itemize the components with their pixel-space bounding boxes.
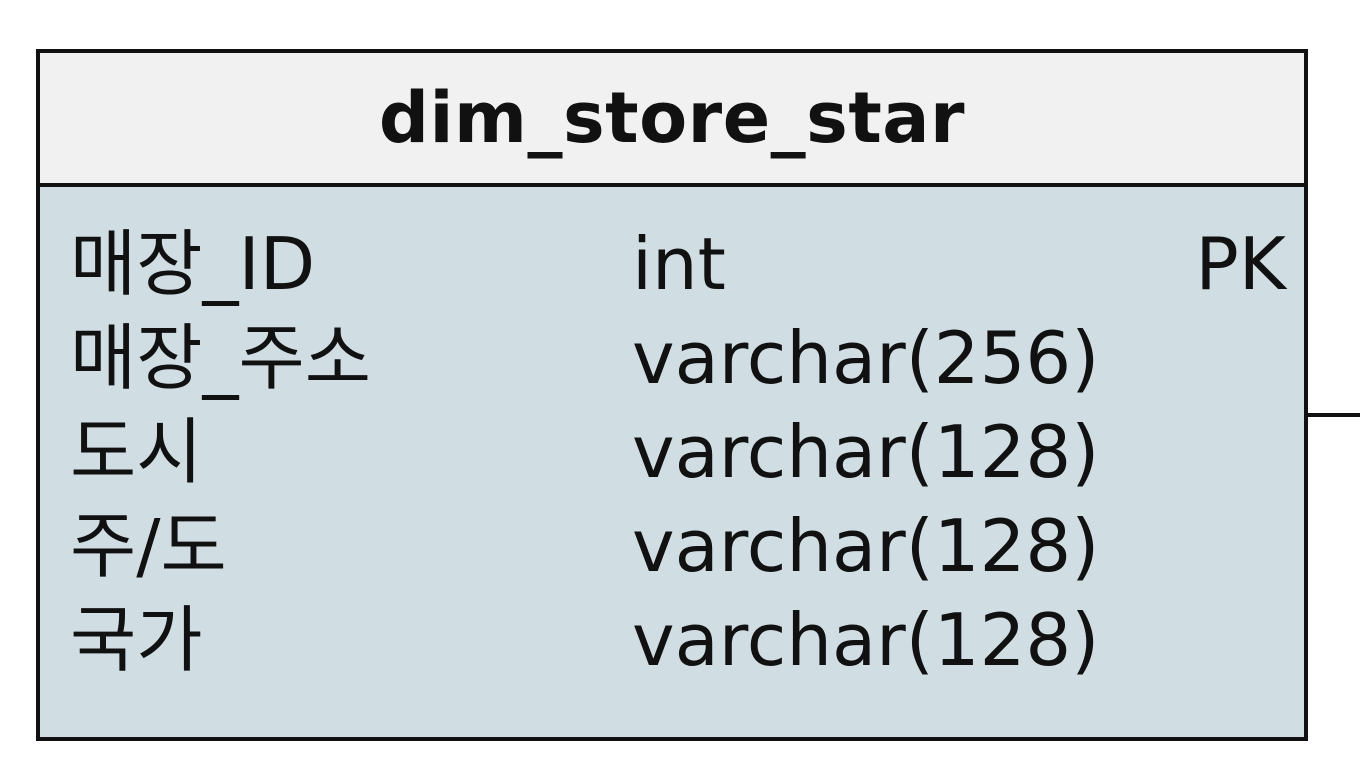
column-row: 도시 varchar(128) — [40, 405, 1304, 499]
column-type: int — [632, 222, 726, 306]
column-type: varchar(128) — [632, 598, 1100, 682]
entity-columns: 매장_ID int PK 매장_주소 varchar(256) 도시 varch… — [40, 187, 1304, 687]
column-type: varchar(128) — [632, 410, 1100, 494]
column-row: 주/도 varchar(128) — [40, 499, 1304, 593]
column-name: 도시 — [70, 410, 203, 494]
column-row: 국가 varchar(128) — [40, 593, 1304, 687]
column-row: 매장_ID int PK — [40, 217, 1304, 311]
column-name: 주/도 — [70, 504, 227, 588]
column-type: varchar(128) — [632, 504, 1100, 588]
entity-title: dim_store_star — [378, 77, 966, 159]
entity-header: dim_store_star — [40, 53, 1304, 187]
primary-key-label: PK — [1195, 222, 1286, 306]
column-row: 매장_주소 varchar(256) — [40, 311, 1304, 405]
column-name: 매장_주소 — [70, 316, 371, 400]
relationship-connector-line — [1308, 413, 1360, 417]
column-type: varchar(256) — [632, 316, 1100, 400]
entity-table-dim-store-star: dim_store_star 매장_ID int PK 매장_주소 varcha… — [36, 49, 1308, 741]
column-name: 매장_ID — [70, 222, 316, 306]
column-name: 국가 — [70, 598, 203, 682]
